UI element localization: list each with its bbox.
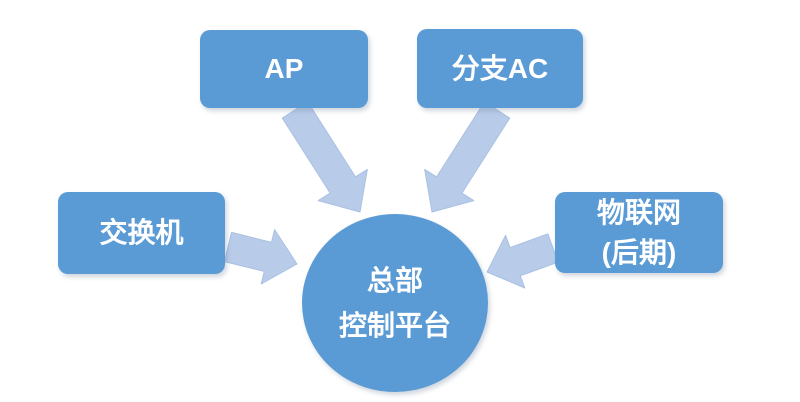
node-branch-ac: 分支AC [417,29,583,108]
node-hq-control-platform: 总部 控制平台 [302,214,488,392]
arrow-iot-to-center [486,233,559,289]
node-iot-label-line1: 物联网 [596,196,681,228]
node-iot-label-line2: (后期) [601,236,677,268]
arrow-switch-to-center [223,229,298,285]
arrow-ap-to-center [281,101,368,213]
node-branch-ac-label: 分支AC [451,52,549,84]
node-iot: 物联网 (后期) [555,192,723,273]
center-label-line1: 总部 [366,265,423,296]
node-ap-label: AP [264,53,304,84]
node-switch: 交换机 [58,192,225,274]
node-ap: AP [200,30,368,108]
arrow-branch-ac-to-center [424,101,511,213]
center-label-line2: 控制平台 [338,310,451,341]
node-switch-label: 交换机 [99,217,184,248]
